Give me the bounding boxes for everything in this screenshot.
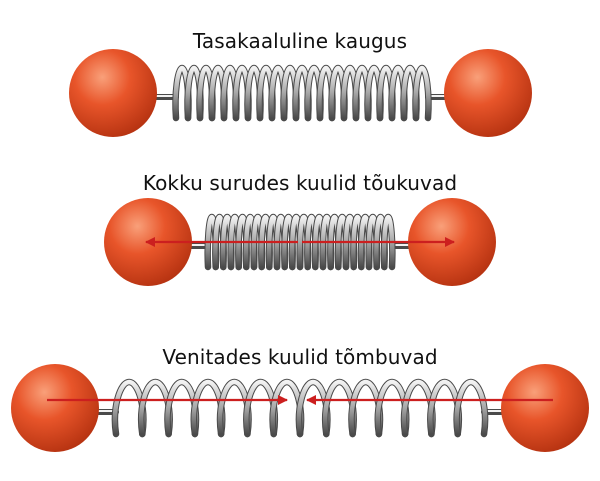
caption-equilibrium: Tasakaaluline kaugus [192, 29, 408, 53]
caption-stretched: Venitades kuulid tõmbuvad [162, 345, 438, 369]
ball-right-stretched [501, 364, 589, 452]
ball-left-equilibrium [69, 49, 157, 137]
spring-coil-loop [454, 379, 488, 437]
spring-coil-loop [381, 214, 395, 270]
ball-left-stretched [11, 364, 99, 452]
spring-coil-loop [413, 65, 431, 121]
spring-stretched [90, 378, 510, 438]
caption-compressed: Kokku surudes kuulid tõukuvad [142, 171, 458, 195]
spring-equilibrium [148, 64, 453, 122]
spring-compressed [183, 213, 417, 271]
ball-right-equilibrium [444, 49, 532, 137]
